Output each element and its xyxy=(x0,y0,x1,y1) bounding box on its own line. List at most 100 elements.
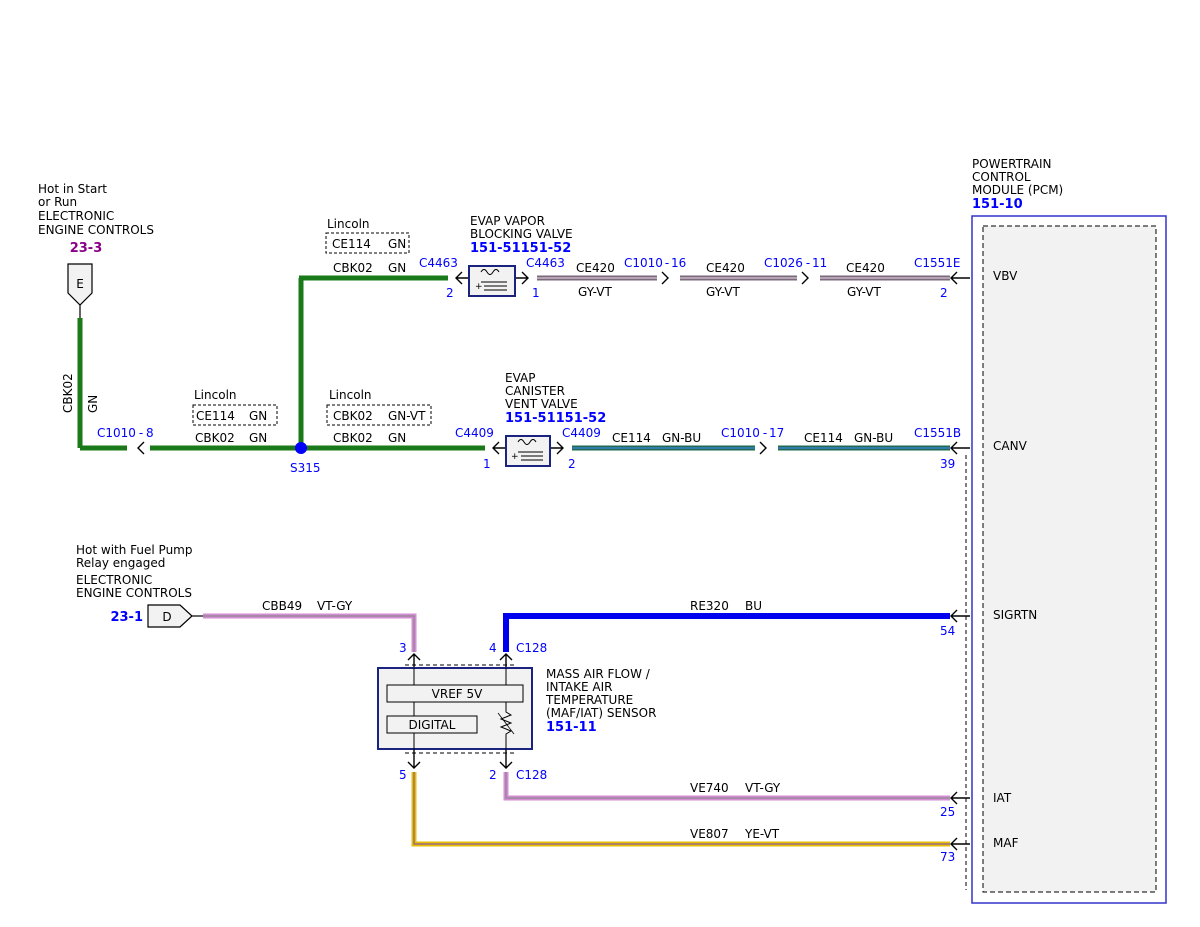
maf-iat-sensor: VREF 5V DIGITAL xyxy=(377,664,533,754)
wire-label-1-color: GY-VT xyxy=(578,285,612,299)
maf-ref: 151-11 xyxy=(546,720,597,735)
source-pin-d: D xyxy=(162,610,171,624)
option-box-3-title: Lincoln xyxy=(329,388,372,402)
evap-vent-valve-symbol: + xyxy=(505,435,551,467)
connector-7-pin: 2 xyxy=(568,457,576,471)
option-box-1-frame xyxy=(325,232,410,254)
wire-re320 xyxy=(503,613,950,652)
svg-text:+: + xyxy=(511,452,519,462)
connector-3-dash: - xyxy=(806,256,810,270)
wire-label-7-circuit: CE114 xyxy=(804,431,843,445)
connector-1-name: C4463 xyxy=(526,256,565,270)
connector-9-pin: 39 xyxy=(940,457,955,471)
connector-arrow-c1010-17 xyxy=(759,441,767,455)
source-connector-e: E xyxy=(67,263,93,318)
source-fuel-line-1: Hot with Fuel Pump xyxy=(76,543,192,557)
blocking-valve-ref: 151-51151-52 xyxy=(470,241,571,256)
connector-8-dash: - xyxy=(763,426,767,440)
blocking-valve-line-1: EVAP VAPOR xyxy=(470,214,545,228)
connector-8-pin: 17 xyxy=(769,426,784,440)
wire-label-0-circuit: CBK02 xyxy=(333,261,373,275)
c128-name-bottom: C128 xyxy=(516,768,547,782)
connector-5-name: C1010 xyxy=(97,426,136,440)
option-box-2-frame xyxy=(192,404,278,426)
connector-arrow-c4463-2 xyxy=(455,271,468,285)
wire-label-8-circuit: CBB49 xyxy=(262,599,302,613)
option-box-2-title: Lincoln xyxy=(194,388,237,402)
wire-cbb49 xyxy=(203,613,417,652)
wire-label-10-circuit: VE740 xyxy=(690,781,729,795)
pcm-pin-iat: IAT xyxy=(993,791,1012,805)
wire-label-11-circuit: VE807 xyxy=(690,827,729,841)
c128-pin-3: 3 xyxy=(399,641,407,655)
connector-6-pin: 1 xyxy=(483,457,491,471)
maf-line-2: INTAKE AIR xyxy=(546,680,612,694)
pcm-pin-number-sigrtn: 54 xyxy=(940,624,955,638)
option-box-1-title: Lincoln xyxy=(327,217,370,231)
connector-arrow-sigrtn xyxy=(950,609,970,623)
pcm-ref: 151-10 xyxy=(972,197,1023,212)
source-fuel-line-2: Relay engaged xyxy=(76,556,165,570)
wire-label-9-circuit: RE320 xyxy=(690,599,729,613)
vent-valve-line-2: CANISTER xyxy=(505,384,565,398)
wire-label-3-color: GY-VT xyxy=(847,285,881,299)
connector-0-name: C4463 xyxy=(419,256,458,270)
pcm-pin-number-iat: 25 xyxy=(940,805,955,819)
source-top-ref: 23-3 xyxy=(70,241,103,256)
source-pin-e: E xyxy=(76,277,84,291)
connector-arrow-c4463-1 xyxy=(516,271,529,285)
svg-text:+: + xyxy=(475,282,483,292)
pcm-title-line-1: POWERTRAIN xyxy=(972,157,1052,171)
c128-pin-2: 2 xyxy=(489,768,497,782)
maf-line-4: (MAF/IAT) SENSOR xyxy=(546,706,656,720)
option-box-2-color: GN xyxy=(249,409,267,423)
thermistor-icon xyxy=(499,708,513,750)
connector-arrow-c1010-8 xyxy=(137,441,145,455)
connector-2-dash: - xyxy=(665,256,669,270)
source-top-line-3: ELECTRONIC xyxy=(38,209,114,223)
wire-label-2-color: GY-VT xyxy=(706,285,740,299)
connector-8-name: C1010 xyxy=(721,426,760,440)
connector-5-dash: - xyxy=(139,426,143,440)
option-box-3-color: GN-VT xyxy=(388,409,426,423)
wire-label-6-circuit: CE114 xyxy=(612,431,651,445)
pcm-pin-sigrtn: SIGRTN xyxy=(993,608,1037,622)
connector-2-pin: 16 xyxy=(671,256,686,270)
wire-label-3-circuit: CE420 xyxy=(846,261,885,275)
wire-label-8-color: VT-GY xyxy=(317,599,353,613)
vertical-wire-color: GN xyxy=(86,395,100,413)
wire-label-7-color: GN-BU xyxy=(854,431,893,445)
option-box-1-circuit: CE114 xyxy=(332,237,371,251)
maf-line-3: TEMPERATURE xyxy=(545,693,633,707)
wire-label-2-circuit: CE420 xyxy=(706,261,745,275)
source-fuel-ref: 23-1 xyxy=(110,610,143,625)
connector-arrow-vbv xyxy=(950,271,970,285)
wire-label-1-circuit: CE420 xyxy=(576,261,615,275)
connector-9-name: C1551B xyxy=(914,426,961,440)
connector-arrow-maf xyxy=(950,837,970,851)
maf-vref-box xyxy=(386,684,524,703)
connector-arrow-iat xyxy=(950,791,970,805)
source-fuel-line-4: ENGINE CONTROLS xyxy=(76,586,192,600)
pcm-title-line-2: CONTROL xyxy=(972,170,1031,184)
connector-1-pin: 1 xyxy=(532,286,540,300)
wire-label-5-circuit: CBK02 xyxy=(333,431,373,445)
option-box-1-color: GN xyxy=(388,237,406,251)
connector-arrow-canv xyxy=(950,441,970,455)
connector-7-name: C4409 xyxy=(562,426,601,440)
option-box-3-circuit: CBK02 xyxy=(333,409,373,423)
pcm-module xyxy=(971,215,1167,904)
source-top-line-1: Hot in Start xyxy=(38,182,107,196)
wire-label-0-color: GN xyxy=(388,261,406,275)
c128-pin-5: 5 xyxy=(399,768,407,782)
maf-digital-label: DIGITAL xyxy=(409,718,456,732)
wire-ve807 xyxy=(411,772,950,847)
vertical-wire-circuit: CBK02 xyxy=(61,373,75,413)
vent-valve-line-1: EVAP xyxy=(505,371,535,385)
connector-arrow-c128-4 xyxy=(499,653,513,668)
source-connector-d: D xyxy=(147,604,203,628)
connector-3-pin: 11 xyxy=(812,256,827,270)
maf-digital-box xyxy=(386,715,478,734)
connector-0-pin: 2 xyxy=(446,286,454,300)
